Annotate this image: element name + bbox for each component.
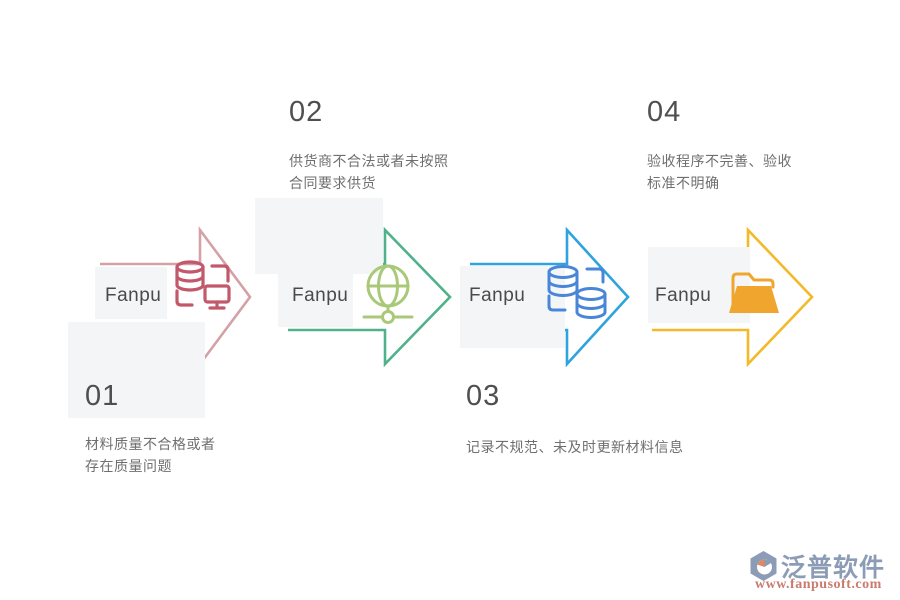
database-network-icon xyxy=(175,260,231,310)
panel-step1-number xyxy=(68,322,205,418)
step2-label: Fanpu xyxy=(292,285,349,306)
step1-label: Fanpu xyxy=(105,285,162,306)
folder-open-icon xyxy=(729,272,779,313)
desc-line: 记录不规范、未及时更新材料信息 xyxy=(466,439,684,455)
step3-number: 03 xyxy=(466,380,501,412)
branding: 泛普软件 www.fanpusoft.com xyxy=(748,548,893,596)
step4-description: 验收程序不完善、验收 标准不明确 xyxy=(647,150,792,194)
database-sync-icon xyxy=(547,265,607,319)
step1-description: 材料质量不合格或者 存在质量问题 xyxy=(85,433,216,477)
globe-network-icon xyxy=(362,264,414,324)
desc-line: 验收程序不完善、验收 xyxy=(647,153,792,169)
step3-description: 记录不规范、未及时更新材料信息 xyxy=(466,436,684,458)
step2-number: 02 xyxy=(289,96,324,128)
brand-url: www.fanpusoft.com xyxy=(755,577,882,592)
panel-step2-top xyxy=(255,198,383,274)
step3-label: Fanpu xyxy=(469,285,526,306)
desc-line: 材料质量不合格或者 xyxy=(85,436,216,452)
brand-name: 泛普软件 xyxy=(781,554,886,582)
desc-line: 标准不明确 xyxy=(647,175,720,191)
step4-number: 04 xyxy=(647,96,682,128)
desc-line: 合同要求供货 xyxy=(289,175,376,191)
step4-label: Fanpu xyxy=(655,285,712,306)
panel-step2-label xyxy=(278,274,353,327)
desc-line: 供货商不合法或者未按照 xyxy=(289,153,449,169)
step1-number: 01 xyxy=(85,380,120,412)
fanpu-logo-mark-icon xyxy=(750,551,777,581)
desc-line: 存在质量问题 xyxy=(85,458,172,474)
panel-step1-label xyxy=(95,267,167,319)
step2-description: 供货商不合法或者未按照 合同要求供货 xyxy=(289,150,449,194)
